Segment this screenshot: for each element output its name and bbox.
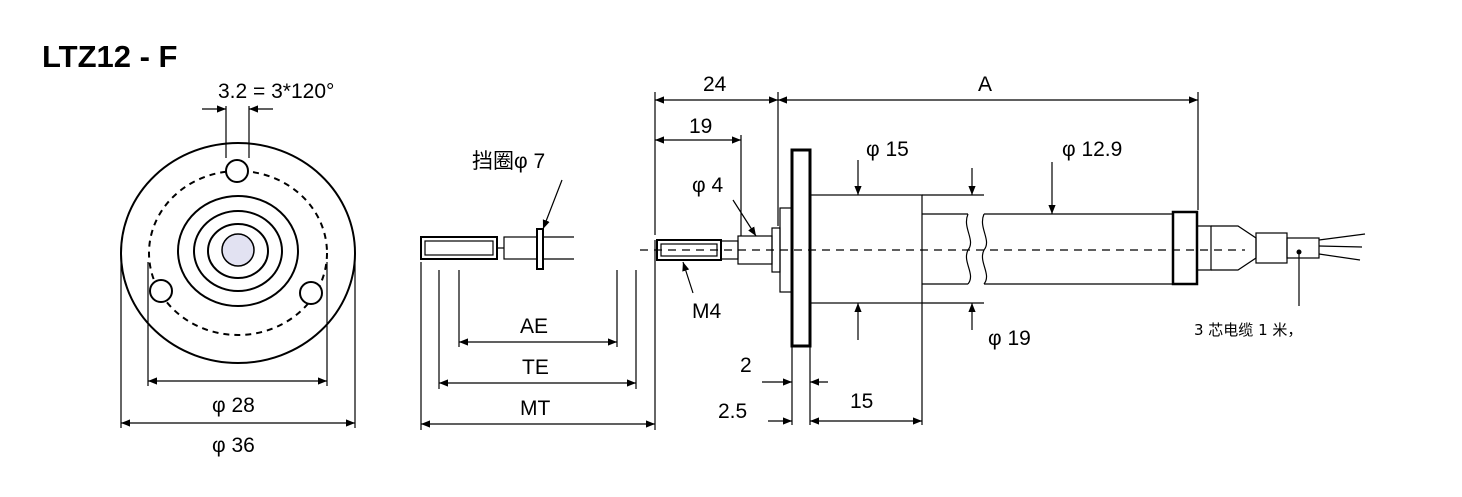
cable-wire-1	[1318, 233, 1366, 241]
drawing-title: LTZ12 - F	[42, 39, 177, 74]
stop-ring-label: 挡圈φ 7	[472, 150, 545, 173]
side-view: 24 A 19 φ 4 M4 φ 15 φ 12.9 φ 19 2	[640, 73, 1366, 425]
dim-2-label: 2	[740, 354, 752, 377]
center-bore	[221, 233, 255, 267]
ring-inner	[207, 223, 269, 279]
cable-gland-nut	[1171, 210, 1199, 286]
mt-dim-label: MT	[520, 397, 550, 420]
ae-dim-label: AE	[520, 315, 548, 338]
probe-rod	[503, 236, 538, 260]
probe-tip	[420, 236, 498, 260]
outer-diameter-dim-label: φ 36	[212, 434, 255, 457]
mount-hole-right	[299, 281, 323, 305]
dim-phi12-9-label: φ 12.9	[1062, 138, 1122, 161]
dim-phi15-label: φ 15	[866, 138, 909, 161]
mount-hole-top	[225, 159, 249, 183]
ring-outer	[177, 195, 299, 307]
stop-ring	[536, 228, 544, 270]
flange-plate	[790, 148, 812, 348]
bolt-circle	[148, 170, 328, 336]
cable	[1286, 237, 1320, 259]
cable-boot	[1211, 225, 1257, 271]
dim-phi19-label: φ 19	[988, 327, 1031, 350]
dim-phi4-label: φ 4	[692, 174, 723, 197]
cable-wire-2	[1318, 245, 1363, 248]
cable-wire-3	[1318, 253, 1361, 261]
front-view: 3.2 = 3*120° φ 28 φ 36	[120, 80, 356, 457]
ring-middle	[193, 210, 283, 292]
dim-2-5-label: 2.5	[718, 400, 747, 423]
bolt-circle-dim-label: φ 28	[212, 394, 255, 417]
sensor-body	[809, 194, 923, 304]
mount-hole-left	[149, 279, 173, 303]
dim-19-length-label: 19	[689, 115, 712, 138]
dim-a-label: A	[978, 73, 992, 96]
dim-24-label: 24	[703, 73, 727, 96]
hole-spec-label: 3.2 = 3*120°	[218, 80, 334, 103]
thread-m4-label: M4	[692, 300, 721, 323]
cable-note: 3 芯电缆 1 米，	[1194, 321, 1302, 339]
dim-15-label: 15	[850, 390, 873, 413]
te-dim-label: TE	[522, 356, 549, 379]
probe-view: 挡圈φ 7 AE TE MT	[420, 150, 656, 430]
